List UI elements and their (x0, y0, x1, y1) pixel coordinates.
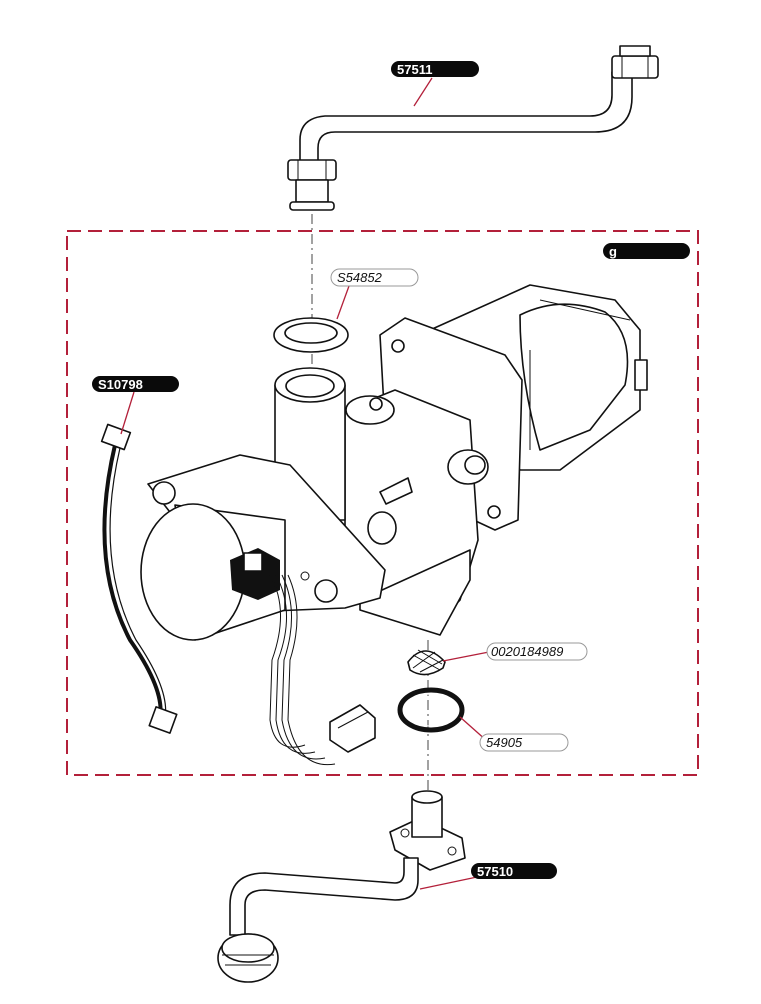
callout-g[interactable]: g (603, 243, 690, 259)
valve-assembly[interactable] (140, 284, 648, 766)
callout-57511[interactable]: 57511 (391, 61, 479, 77)
leader-lines (120, 77, 490, 890)
callout-54905-text: 54905 (486, 735, 523, 750)
callout-s54852[interactable]: S54852 (330, 268, 419, 287)
seal-s54852[interactable] (273, 317, 349, 353)
assembly-group-border (66, 230, 699, 776)
callout-s54852-text: S54852 (337, 270, 383, 285)
o-ring-54905[interactable] (397, 687, 465, 733)
cable-s10798[interactable] (100, 423, 178, 734)
callout-57510[interactable]: 57510 (471, 863, 557, 879)
callout-g-text: g (609, 244, 617, 259)
callout-54905[interactable]: 54905 (479, 733, 569, 752)
callout-s10798[interactable]: S10798 (92, 376, 179, 392)
callout-0020184989[interactable]: 0020184989 (486, 642, 588, 661)
callout-57510-text: 57510 (477, 864, 513, 879)
callout-s10798-text: S10798 (98, 377, 143, 392)
pipe-57510[interactable] (217, 790, 466, 983)
pipe-57511[interactable] (287, 45, 659, 211)
filter-0020184989[interactable] (407, 649, 446, 676)
callout-0020184989-text: 0020184989 (491, 644, 563, 659)
callout-57511-text: 57511 (397, 62, 432, 77)
